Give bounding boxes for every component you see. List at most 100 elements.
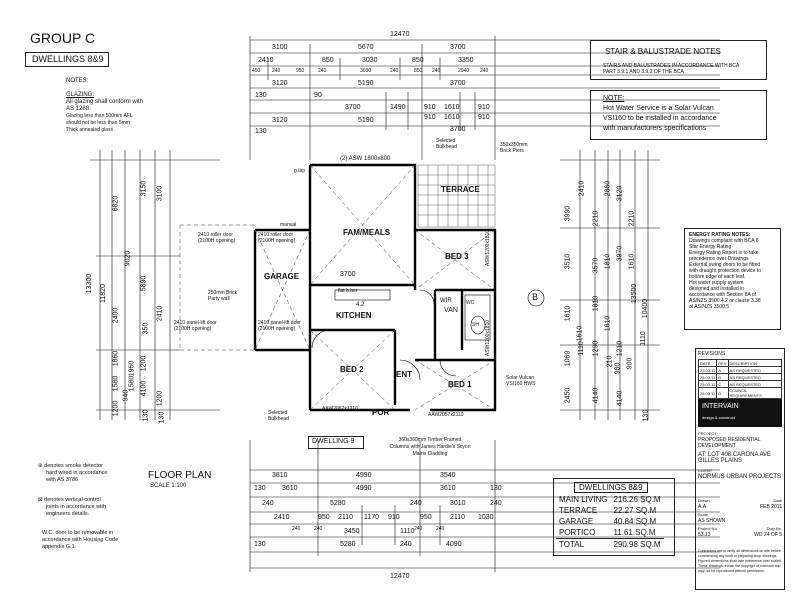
- dim-label: 3120: [616, 185, 624, 202]
- dim-label: 5190: [358, 117, 374, 124]
- room-terrace: TERRACE: [441, 185, 480, 194]
- dim-label: 3120: [272, 117, 288, 124]
- dim-label: 4990: [356, 485, 372, 492]
- dim-label: 3700: [340, 271, 356, 278]
- dwelling-label-box: DWELLING 9: [308, 436, 364, 449]
- hot-water-line: Hot Water Service is a Solar Vulcan: [603, 105, 714, 112]
- dim-label: 3450: [344, 528, 360, 535]
- control-joint-legend: ⊠ denotes vertical control joints in acc…: [38, 497, 106, 517]
- dim-label: 5670: [358, 44, 374, 51]
- dwelling-label: DWELLING 9: [312, 438, 355, 445]
- dim-label: 1810: [592, 295, 600, 312]
- roller-door-note: 2410 roller door(2100H opening): [258, 232, 296, 244]
- dim-label: 980: [614, 362, 622, 375]
- energy-note-line: accordance with Section 8A of: [689, 292, 756, 298]
- dim-label: 240: [262, 500, 274, 507]
- energy-note-line: designed and installed in: [689, 286, 745, 292]
- dim-label: 3350: [458, 57, 474, 64]
- floor-plan-title: FLOOR PLAN: [148, 470, 212, 481]
- flat-lbr-note: flat b.ber: [338, 288, 358, 294]
- dim-label: 240: [314, 526, 323, 532]
- energy-notes-text: ENERGY RATING NOTES: Drawings compliant …: [689, 232, 777, 310]
- dim-label: 130: [254, 541, 266, 548]
- dim-label: 130: [158, 411, 166, 424]
- dim-label: 4.2: [356, 302, 365, 308]
- energy-note-line: bottom edge of each leaf.: [689, 274, 746, 280]
- dim-label: 3990: [564, 205, 572, 222]
- dim-label: 4100: [140, 380, 148, 397]
- energy-notes-box: ENERGY RATING NOTES: Drawings compliant …: [684, 228, 781, 330]
- dim-label: 3700: [450, 126, 466, 133]
- dim-label: 2210: [628, 210, 636, 227]
- dim-label: 3570: [592, 257, 600, 274]
- room-wc: WC: [466, 300, 475, 306]
- dim-label: 3030: [360, 68, 372, 74]
- group-title: GROUP C: [30, 30, 96, 46]
- dim-label: 2410: [578, 180, 586, 197]
- project-info: PROJECT PROPOSED RESIDENTIAL DEVELOPMENT…: [698, 431, 782, 480]
- glazing-notes: GLAZING: All glazing shall conform with …: [66, 92, 166, 134]
- dim-label: 3700: [450, 80, 466, 87]
- dim-label: 2410: [258, 57, 274, 64]
- roller-door-note: 2410 roller door(2100H opening): [198, 232, 236, 244]
- glazing-line: should not be less than 5mm: [66, 120, 130, 126]
- dim-label: 3510: [564, 253, 572, 270]
- dim-label: 1490: [390, 104, 406, 111]
- columns-note: 360x360mm Timber Framed Columns with Jam…: [389, 437, 471, 457]
- dim-label: 850: [322, 57, 334, 64]
- dim-label: 1030: [478, 514, 494, 521]
- energy-note-line: Energy Rating Report is to take: [689, 250, 759, 256]
- window-label: ASW1200x1810: [485, 229, 492, 267]
- energy-note-line: External swing doors to be fitted: [689, 262, 761, 268]
- energy-note-line: Star Energy Rating: [689, 244, 732, 250]
- room-bed2: BED 2: [340, 365, 364, 374]
- dim-label: 9020: [124, 250, 132, 267]
- dim-label: 10400: [642, 298, 650, 319]
- dim-label: 240: [272, 68, 281, 74]
- energy-note-line: precedence over Drawings: [689, 256, 749, 262]
- room-shower: SH: [472, 322, 479, 328]
- grid-marker-b: B: [532, 292, 539, 302]
- gtap-note: g.tap: [294, 168, 306, 174]
- dim-label: 910: [478, 104, 490, 111]
- dim-label: 1610: [628, 253, 636, 270]
- stair-note-line: PART 3.9.1 AND 3.9.2 OF THE BCA: [603, 69, 684, 75]
- dim-label: 1110: [400, 528, 415, 535]
- dwellings-title: DWELLINGS 8&9: [32, 54, 104, 64]
- dim-label: 2410: [274, 514, 290, 521]
- room-bed1: BED 1: [448, 380, 472, 389]
- dim-label: 3610: [440, 485, 456, 492]
- energy-note-line: Hot water supply system: [689, 280, 744, 286]
- room-bed3: BED 3: [445, 252, 469, 261]
- room-kitchen: KITCHEN: [336, 311, 372, 320]
- notes-heading: NOTES:: [66, 78, 89, 84]
- dim-label: 240: [400, 541, 412, 548]
- dim-label: 3010: [450, 500, 466, 507]
- room-wir: WIR: [440, 298, 452, 304]
- dim-label: 1960: [128, 360, 136, 377]
- room-fam-meals: FAM/MEALS: [343, 228, 391, 237]
- dim-label: 450: [252, 68, 261, 74]
- dim-label: 240: [410, 500, 422, 507]
- window-label: ASW1200x1810: [485, 319, 492, 357]
- dim-label: 3100: [156, 185, 164, 202]
- dim-label: 2110: [450, 514, 466, 521]
- dim-overall-right: 13500: [631, 283, 639, 304]
- dim-label: 1290: [592, 340, 600, 357]
- dim-label: 1610: [576, 325, 584, 342]
- dim-label: 2450: [564, 387, 572, 404]
- firm-logo: INTERVAIN design & construct: [698, 399, 782, 427]
- dim-label: 130: [255, 128, 267, 135]
- dim-label: 1610: [444, 114, 460, 121]
- dim-label: 3540: [440, 472, 456, 479]
- dim-label: 900: [626, 357, 634, 370]
- dim-label: 130: [254, 485, 266, 492]
